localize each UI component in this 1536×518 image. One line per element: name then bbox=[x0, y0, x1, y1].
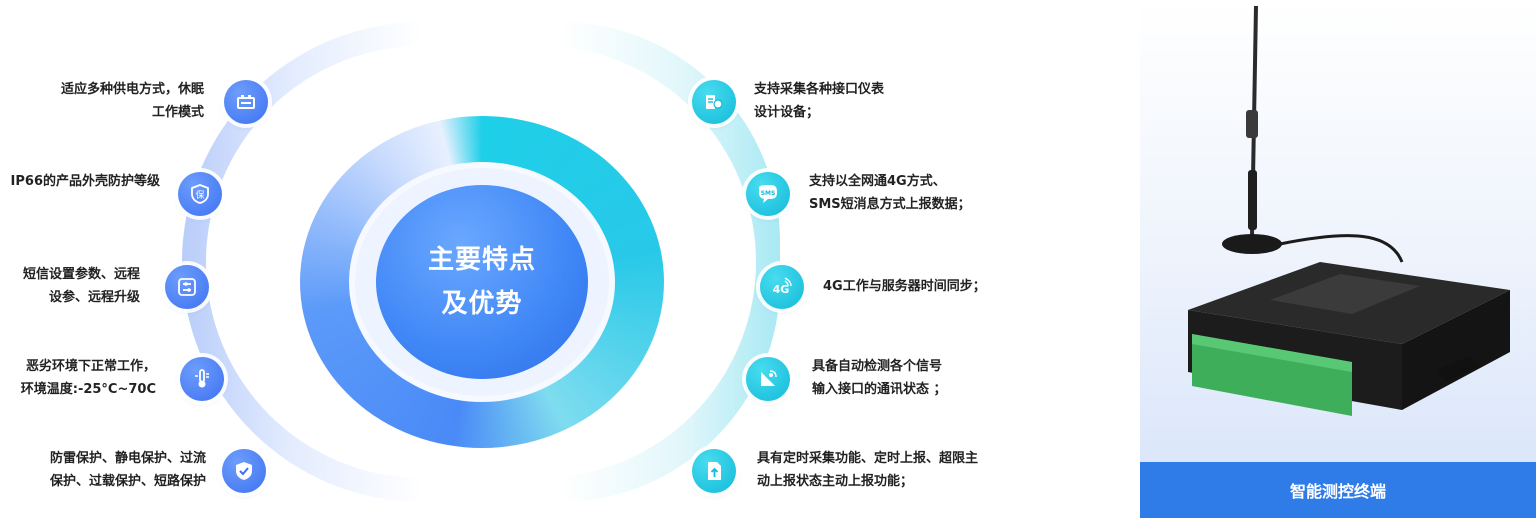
feature-interface-instruments: 支持采集各种接口仪表 设计设备； bbox=[754, 78, 884, 124]
upload-document-icon bbox=[692, 449, 736, 493]
sliders-icon bbox=[165, 265, 209, 309]
feature-line: 具有定时采集功能、定时上报、超限主 bbox=[757, 451, 979, 466]
feature-line: 工作模式 bbox=[151, 105, 204, 120]
feature-line: 适应多种供电方式，休眠 bbox=[60, 82, 204, 97]
feature-line: 支持采集各种接口仪表 bbox=[754, 82, 885, 97]
instrument-icon bbox=[692, 80, 736, 124]
feature-line: SMS短消息方式上报数据； bbox=[809, 197, 971, 212]
battery-icon bbox=[224, 80, 268, 124]
feature-ip66: IP66的产品外壳防护等级 bbox=[11, 170, 160, 193]
feature-protection: 防雷保护、静电保护、过流 保护、过载保护、短路保护 bbox=[50, 447, 206, 493]
feature-4g-sms-report: 支持以全网通4G方式、 SMS短消息方式上报数据； bbox=[809, 170, 971, 216]
terminal-block bbox=[1192, 334, 1352, 416]
satellite-dish-icon bbox=[746, 357, 790, 401]
device-label-area bbox=[1270, 274, 1420, 314]
feature-line: 输入接口的通讯状态 ； bbox=[812, 382, 947, 397]
svg-text:4G: 4G bbox=[773, 283, 790, 296]
feature-line: 设计设备； bbox=[754, 105, 820, 120]
svg-text:保: 保 bbox=[195, 189, 204, 201]
antenna-body bbox=[1248, 170, 1257, 230]
device-side bbox=[1402, 290, 1510, 410]
feature-line: 支持以全网通4G方式、 bbox=[809, 174, 946, 189]
product-panel bbox=[1140, 0, 1536, 518]
product-caption: 智能测控终端 bbox=[1140, 462, 1536, 518]
feature-line: 短信设置参数、远程 bbox=[22, 267, 140, 282]
center-title: 主要特点 及优势 bbox=[376, 185, 588, 379]
shield-bao-icon: 保 bbox=[178, 172, 222, 216]
feature-timed-report: 具有定时采集功能、定时上报、超限主 动上报状态主动上报功能； bbox=[757, 447, 978, 493]
antenna-cable bbox=[1279, 234, 1404, 263]
feature-line: 动上报状态主动上报功能； bbox=[757, 474, 914, 489]
feature-line: 环境温度:-25°C~70C bbox=[20, 382, 156, 397]
feature-power-modes: 适应多种供电方式，休眠 工作模式 bbox=[61, 78, 204, 124]
center-title-line2: 及优势 bbox=[441, 289, 523, 319]
terminal-block-top bbox=[1192, 334, 1352, 372]
center-title-line1: 主要特点 bbox=[427, 245, 536, 275]
feature-line: 设参、远程升级 bbox=[48, 290, 140, 305]
feature-line: 恶劣环境下正常工作， bbox=[25, 359, 156, 374]
feature-auto-detect: 具备自动检测各个信号 输入接口的通讯状态 ； bbox=[812, 355, 947, 401]
feature-line: IP66的产品外壳防护等级 bbox=[10, 174, 160, 189]
shield-check-icon bbox=[222, 449, 266, 493]
feature-sms-remote: 短信设置参数、远程 设参、远程升级 bbox=[23, 263, 140, 309]
antenna-coil bbox=[1246, 110, 1258, 138]
svg-text:SMS: SMS bbox=[761, 190, 776, 197]
4g-icon: 4G bbox=[760, 265, 804, 309]
feature-line: 具备自动检测各个信号 bbox=[812, 359, 943, 374]
antenna-base bbox=[1222, 234, 1282, 254]
device-illustration bbox=[1188, 5, 1510, 416]
mounting-ear bbox=[1436, 356, 1480, 382]
feature-harsh-env: 恶劣环境下正常工作， 环境温度:-25°C~70C bbox=[21, 355, 156, 401]
feature-line: 防雷保护、静电保护、过流 bbox=[49, 451, 206, 466]
feature-time-sync: 4G工作与服务器时间同步； bbox=[823, 275, 986, 298]
thermometer-icon bbox=[180, 357, 224, 401]
feature-line: 保护、过载保护、短路保护 bbox=[49, 474, 206, 489]
sms-icon: SMS bbox=[746, 172, 790, 216]
feature-line: 4G工作与服务器时间同步； bbox=[823, 279, 986, 294]
